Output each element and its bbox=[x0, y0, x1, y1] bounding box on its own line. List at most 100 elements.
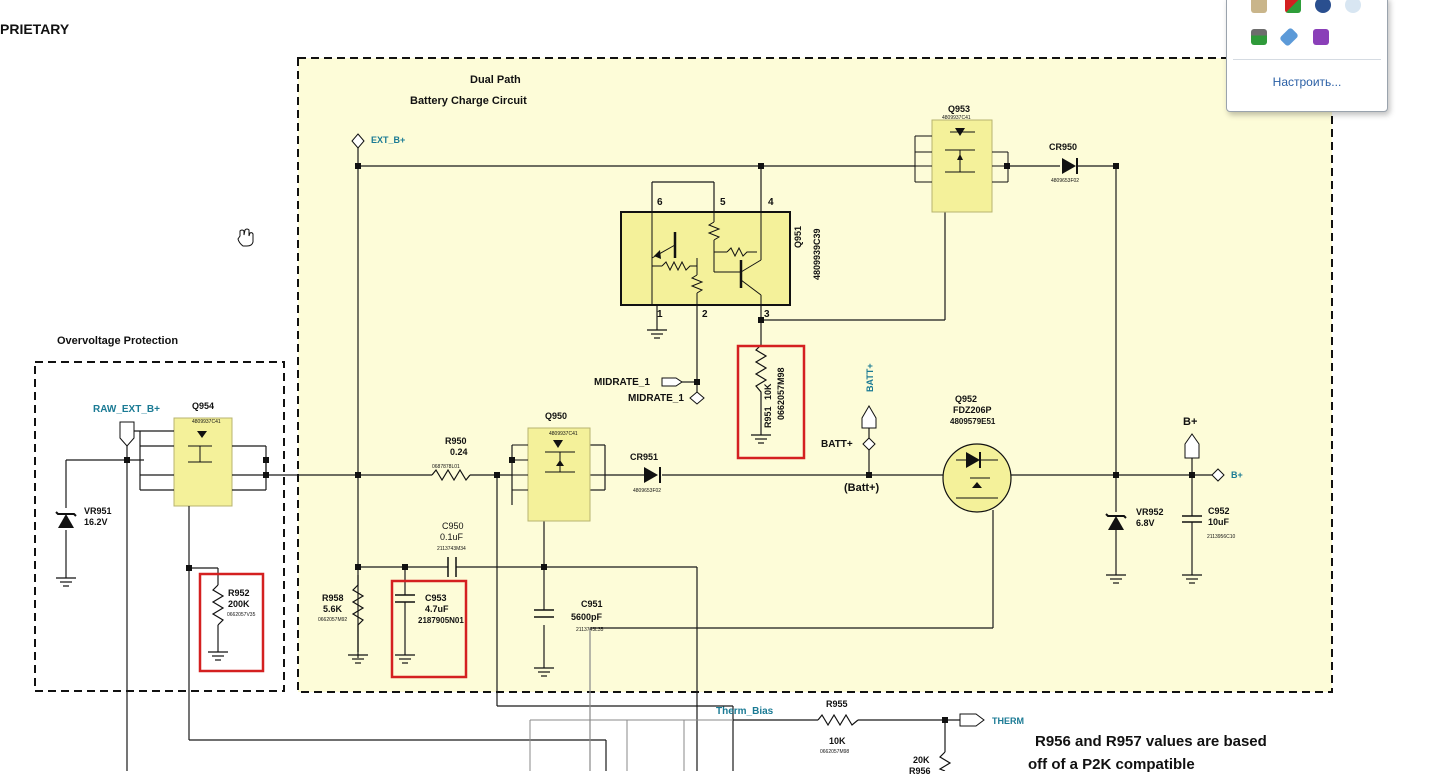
r956-symbol bbox=[938, 751, 952, 771]
r952-ref[interactable]: R952 bbox=[228, 588, 250, 598]
r952-part: 0662057V35 bbox=[227, 612, 256, 618]
security-shield-icon[interactable] bbox=[1251, 29, 1267, 45]
system-tray-overflow-popup: Настроить... bbox=[1226, 0, 1388, 112]
r950-ref[interactable]: R950 bbox=[445, 436, 467, 446]
c950-value: 0.1uF bbox=[440, 532, 464, 542]
net-midrate-1a[interactable]: MIDRATE_1 bbox=[594, 377, 650, 388]
tray-separator bbox=[1233, 59, 1381, 60]
vr951-zener bbox=[55, 511, 77, 528]
r958-value: 5.6K bbox=[323, 604, 343, 614]
net-ext-b-plus[interactable]: EXT_B+ bbox=[371, 135, 406, 145]
vr952-zener bbox=[1105, 513, 1127, 530]
net-midrate-1b[interactable]: MIDRATE_1 bbox=[628, 393, 684, 404]
ground-symbols bbox=[56, 329, 1202, 677]
usb-device-icon[interactable] bbox=[1279, 27, 1299, 47]
net-raw-ext-b-plus[interactable]: RAW_EXT_B+ bbox=[93, 404, 160, 415]
note-line-1: R956 and R957 values are based bbox=[1035, 733, 1267, 750]
q950-ref[interactable]: Q950 bbox=[545, 411, 568, 421]
q951-part: 4809939C39 bbox=[812, 228, 822, 280]
overvoltage-title: Overvoltage Protection bbox=[57, 335, 179, 347]
wires bbox=[65, 148, 1212, 771]
r958-symbol bbox=[351, 584, 365, 652]
net-b-plus-label: B+ bbox=[1183, 416, 1198, 428]
customize-link[interactable]: Настроить... bbox=[1272, 75, 1342, 89]
c953-ref[interactable]: C953 bbox=[425, 593, 447, 603]
r955-part: 0662057M98 bbox=[820, 749, 850, 755]
cr951-part: 4809653F02 bbox=[633, 488, 662, 494]
c951-value: 5600pF bbox=[571, 612, 603, 622]
c952-ref[interactable]: C952 bbox=[1208, 506, 1230, 516]
r951-ref[interactable]: R951 bbox=[763, 406, 773, 428]
c953-part: 2187905N01 bbox=[418, 616, 464, 625]
port-symbols bbox=[119, 133, 1225, 727]
c952-value: 10uF bbox=[1208, 517, 1230, 527]
r956-value: 20K bbox=[913, 755, 930, 765]
network-icon[interactable] bbox=[1251, 0, 1267, 13]
vr952-ref[interactable]: VR952 bbox=[1136, 507, 1164, 517]
vr951-ref[interactable]: VR951 bbox=[84, 506, 112, 516]
q951-pin-4: 4 bbox=[768, 197, 774, 208]
r958-part: 0662057M92 bbox=[318, 617, 348, 623]
r951-value: 10K bbox=[763, 383, 773, 400]
note-line-2: off of a P2K compatible bbox=[1028, 756, 1195, 773]
overvoltage-block bbox=[34, 361, 285, 692]
c950-part: 2113743M34 bbox=[437, 546, 466, 552]
q954-part: 4809937C41 bbox=[192, 419, 221, 425]
c952-part: 2113956C10 bbox=[1207, 534, 1236, 540]
q951-ref[interactable]: Q951 bbox=[793, 225, 803, 248]
net-b-plus[interactable]: B+ bbox=[1231, 470, 1243, 480]
cr950-ref[interactable]: CR950 bbox=[1049, 142, 1078, 152]
highlight-boxes bbox=[198, 344, 806, 679]
r950-part: 0687878L01 bbox=[432, 464, 460, 470]
info-icon[interactable] bbox=[1315, 0, 1331, 13]
q951-pin-2: 2 bbox=[702, 309, 708, 320]
q952-value: FDZ206P bbox=[953, 405, 992, 415]
water-drop-icon[interactable] bbox=[1345, 0, 1361, 13]
vr952-value: 6.8V bbox=[1136, 518, 1155, 528]
dual-path-block bbox=[297, 57, 1333, 693]
net-batt-plus[interactable]: BATT+ bbox=[821, 439, 853, 450]
r952-symbol bbox=[211, 584, 225, 626]
net-therm[interactable]: THERM bbox=[992, 716, 1024, 726]
r958-ref[interactable]: R958 bbox=[322, 593, 344, 603]
q951-pin-5: 5 bbox=[720, 197, 726, 208]
q954-ref[interactable]: Q954 bbox=[192, 401, 215, 411]
thin-wires bbox=[529, 719, 733, 771]
net-therm-bias[interactable]: Therm_Bias bbox=[716, 706, 774, 717]
q950-part: 4809937C41 bbox=[549, 431, 578, 437]
net-batt-plus-vertical[interactable]: BATT+ bbox=[865, 363, 875, 392]
c951-part: 2113743L35 bbox=[576, 627, 604, 633]
cr951-ref[interactable]: CR951 bbox=[630, 452, 659, 462]
r951-part: 0662057M98 bbox=[776, 367, 786, 420]
r956-ref[interactable]: R956 bbox=[909, 766, 931, 776]
c950-ref[interactable]: C950 bbox=[442, 521, 464, 531]
q951-pin-1: 1 bbox=[657, 309, 663, 320]
q953-part: 4809937C41 bbox=[942, 115, 971, 121]
q954-internals bbox=[188, 445, 212, 463]
r950-value: 0.24 bbox=[450, 447, 468, 457]
dual-path-title: Dual Path bbox=[470, 74, 521, 86]
vr951-value: 16.2V bbox=[84, 517, 108, 527]
net-batt-paren: (Batt+) bbox=[844, 482, 880, 494]
media-player-icon[interactable] bbox=[1313, 29, 1329, 45]
cr950-part: 4809653F02 bbox=[1051, 178, 1080, 184]
adobe-icon[interactable] bbox=[1285, 0, 1301, 13]
q952-part: 4809579E51 bbox=[950, 417, 996, 426]
hand-cursor-icon bbox=[237, 228, 254, 247]
r952-value: 200K bbox=[228, 599, 250, 609]
q951-pin-3: 3 bbox=[764, 309, 770, 320]
c953-value: 4.7uF bbox=[425, 604, 449, 614]
capacitors bbox=[395, 515, 1202, 618]
q952-ref[interactable]: Q952 bbox=[955, 394, 978, 404]
q950-symbol bbox=[512, 427, 591, 522]
q953-ref[interactable]: Q953 bbox=[948, 104, 971, 114]
c951-ref[interactable]: C951 bbox=[581, 599, 603, 609]
q953-symbol bbox=[914, 119, 1009, 213]
dual-path-subtitle: Battery Charge Circuit bbox=[410, 95, 527, 107]
q951-pin-6: 6 bbox=[657, 197, 663, 208]
q951-package bbox=[620, 211, 791, 306]
r955-value: 10K bbox=[829, 736, 846, 746]
r955-ref[interactable]: R955 bbox=[826, 699, 848, 709]
cr950-diode bbox=[1062, 158, 1078, 174]
